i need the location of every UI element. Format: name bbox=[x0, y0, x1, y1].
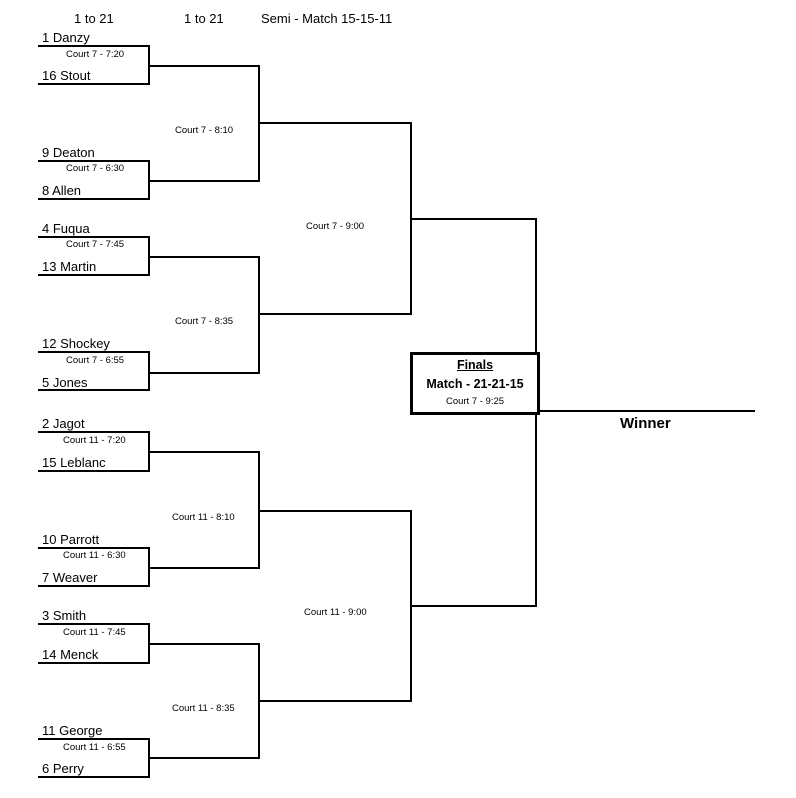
player-bottom: 7 Weaver bbox=[42, 570, 98, 585]
match-court: Court 7 - 7:20 bbox=[66, 49, 125, 60]
match-court: Court 11 - 6:55 bbox=[63, 742, 126, 753]
player-bottom: 8 Allen bbox=[42, 183, 82, 198]
round2-court-label: Court 11 - 8:10 bbox=[172, 512, 235, 523]
player-top: 9 Deaton bbox=[42, 145, 95, 160]
finals-court: Court 7 - 9:25 bbox=[445, 396, 505, 407]
semifinal-court-label: Court 11 - 9:00 bbox=[304, 607, 367, 618]
finals-title: Finals bbox=[456, 358, 494, 372]
column-header-round-2: 1 to 21 bbox=[184, 11, 224, 26]
round2-court-label: Court 11 - 8:35 bbox=[172, 703, 235, 714]
round2-court-label: Court 7 - 8:35 bbox=[175, 316, 234, 327]
player-bottom: 6 Perry bbox=[42, 761, 84, 776]
player-top: 1 Danzy bbox=[42, 30, 90, 45]
match-court: Court 11 - 7:45 bbox=[63, 627, 126, 638]
player-bottom: 13 Martin bbox=[42, 259, 97, 274]
player-top: 12 Shockey bbox=[42, 336, 110, 351]
match-court: Court 7 - 6:55 bbox=[66, 355, 125, 366]
column-header-round-1: 1 to 21 bbox=[74, 11, 114, 26]
round2-court-label: Court 7 - 8:10 bbox=[175, 125, 234, 136]
player-top: 4 Fuqua bbox=[42, 221, 90, 236]
semifinal-court-label: Court 7 - 9:00 bbox=[306, 221, 365, 232]
player-bottom: 15 Leblanc bbox=[42, 455, 106, 470]
player-bottom: 16 Stout bbox=[42, 68, 91, 83]
player-bottom: 14 Menck bbox=[42, 647, 99, 662]
column-header-semi: Semi - Match 15-15-11 bbox=[261, 11, 393, 26]
match-court: Court 7 - 6:30 bbox=[66, 163, 125, 174]
finals-box: Finals Match - 21-21-15 Court 7 - 9:25 bbox=[410, 352, 540, 415]
finals-match-score: Match - 21-21-15 bbox=[426, 377, 524, 391]
player-top: 10 Parrott bbox=[42, 532, 100, 547]
winner-label: Winner bbox=[620, 415, 671, 432]
match-court: Court 7 - 7:45 bbox=[66, 239, 125, 250]
match-court: Court 11 - 6:30 bbox=[63, 550, 126, 561]
player-top: 11 George bbox=[42, 723, 103, 738]
player-top: 2 Jagot bbox=[42, 416, 85, 431]
player-top: 3 Smith bbox=[42, 608, 87, 623]
match-court: Court 11 - 7:20 bbox=[63, 435, 126, 446]
player-bottom: 5 Jones bbox=[42, 375, 88, 390]
